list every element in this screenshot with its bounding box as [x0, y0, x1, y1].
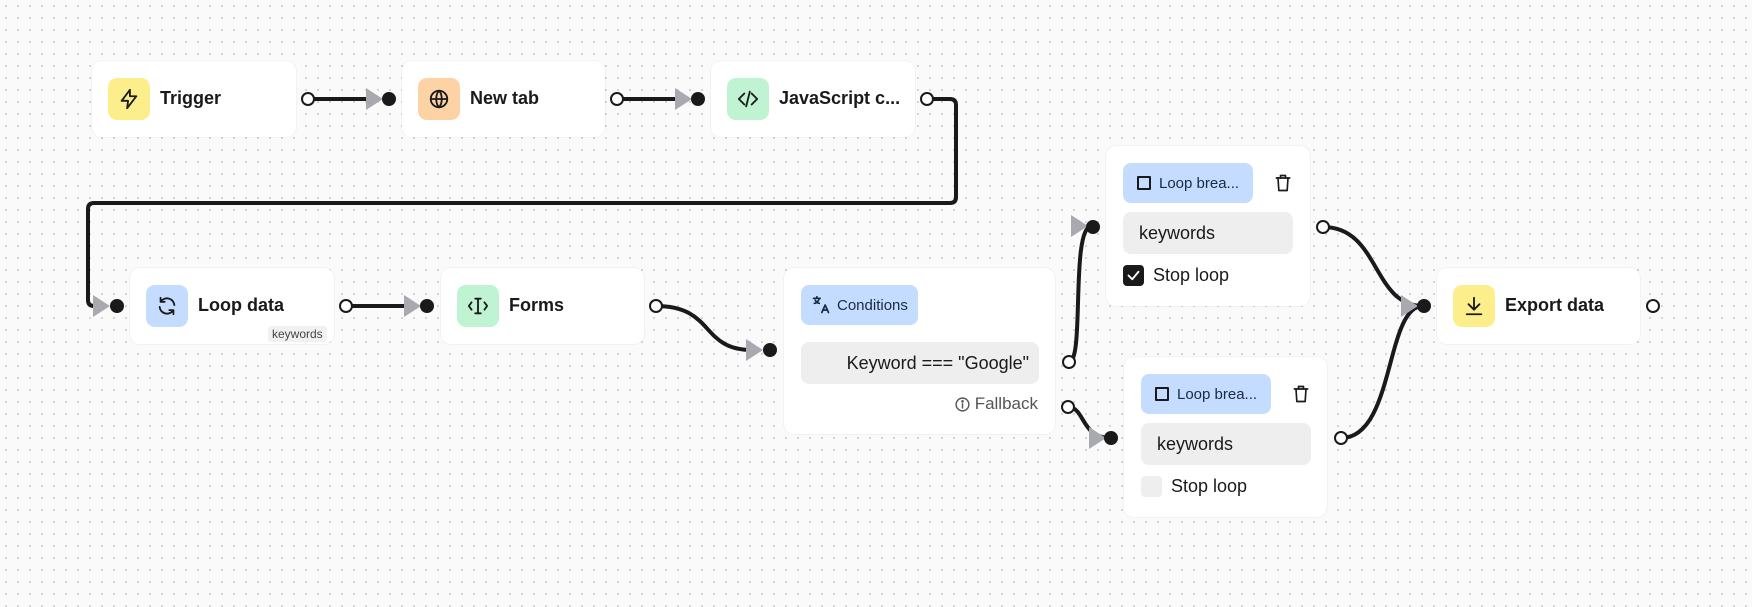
javascript-output-handle[interactable]	[920, 92, 934, 106]
new-tab-input-handle[interactable]	[382, 92, 396, 106]
arrow-javascript-icon	[675, 88, 692, 110]
export-data-input-handle[interactable]	[1417, 299, 1431, 313]
forms-output-handle[interactable]	[649, 299, 663, 313]
node-trigger[interactable]: Trigger	[92, 61, 296, 137]
node-loop-data[interactable]: Loop data keywords	[130, 268, 334, 344]
arrow-forms-icon	[404, 295, 421, 317]
loop-break-2-output-handle[interactable]	[1334, 431, 1348, 445]
condition-expression-text: Keyword === "Google"	[846, 352, 1029, 373]
node-export-data-label: Export data	[1505, 295, 1605, 315]
info-icon	[954, 396, 971, 413]
conditions-chip: Conditions	[801, 285, 918, 325]
loop-break-2-chip: Loop brea...	[1141, 374, 1271, 414]
node-new-tab[interactable]: New tab	[402, 61, 605, 137]
translate-icon	[811, 295, 831, 315]
stop-loop-checkbox-2[interactable]	[1141, 476, 1162, 497]
fallback-row: Fallback	[954, 394, 1038, 414]
node-javascript[interactable]: JavaScript c...	[711, 61, 915, 137]
node-conditions[interactable]: Conditions Keyword === "Google" Fallback	[784, 268, 1055, 434]
arrow-export-icon	[1401, 295, 1418, 317]
globe-icon	[418, 78, 460, 120]
stop-loop-label-2: Stop loop	[1171, 476, 1248, 496]
export-data-output-handle[interactable]	[1646, 299, 1660, 313]
loop-break-1-output-handle[interactable]	[1316, 220, 1330, 234]
loop-break-2-label: Loop brea...	[1177, 385, 1258, 403]
text-cursor-icon	[457, 285, 499, 327]
node-new-tab-label: New tab	[470, 88, 540, 108]
stop-square-icon	[1155, 387, 1169, 401]
download-icon	[1453, 285, 1495, 327]
trash-icon[interactable]	[1290, 383, 1312, 405]
node-forms-label: Forms	[509, 295, 565, 315]
arrow-loopbreak1-icon	[1071, 215, 1088, 237]
loop-break-1-input-handle[interactable]	[1086, 220, 1100, 234]
loop-break-2-field-text: keywords	[1157, 433, 1234, 454]
conditions-label: Conditions	[837, 296, 908, 314]
node-loop-break-2[interactable]: Loop brea... keywords Stop loop	[1124, 357, 1327, 517]
node-forms[interactable]: Forms	[441, 268, 644, 344]
forms-input-handle[interactable]	[420, 299, 434, 313]
lightning-icon	[108, 78, 150, 120]
fallback-output-handle[interactable]	[1061, 400, 1075, 414]
loop-break-2-field[interactable]: keywords	[1141, 423, 1311, 465]
edge-javascript-loopdata[interactable]	[86, 97, 958, 308]
code-icon	[727, 78, 769, 120]
condition-expression[interactable]: Keyword === "Google"	[801, 342, 1039, 384]
loop-break-1-field-text: keywords	[1139, 222, 1216, 243]
arrow-loopbreak2-icon	[1089, 427, 1106, 449]
loop-data-tag: keywords	[268, 326, 327, 342]
node-trigger-label: Trigger	[160, 88, 222, 108]
node-javascript-label: JavaScript c...	[779, 88, 901, 108]
stop-loop-checkbox-1[interactable]	[1123, 265, 1144, 286]
arrow-loopdata-icon	[93, 295, 110, 317]
loop-break-1-label: Loop brea...	[1159, 174, 1240, 192]
condition-output-handle[interactable]	[1062, 355, 1076, 369]
loop-break-1-chip: Loop brea...	[1123, 163, 1253, 203]
stop-square-icon	[1137, 176, 1151, 190]
javascript-input-handle[interactable]	[691, 92, 705, 106]
conditions-input-handle[interactable]	[763, 343, 777, 357]
new-tab-output-handle[interactable]	[610, 92, 624, 106]
node-export-data[interactable]: Export data	[1437, 268, 1640, 344]
node-loop-data-label: Loop data	[198, 295, 284, 315]
fallback-label: Fallback	[974, 394, 1038, 413]
loop-break-1-field[interactable]: keywords	[1123, 212, 1293, 254]
loop-data-output-handle[interactable]	[339, 299, 353, 313]
edge-forms-conditions[interactable]	[654, 304, 754, 352]
refresh-icon	[146, 285, 188, 327]
loop-data-input-handle[interactable]	[110, 299, 124, 313]
trash-icon[interactable]	[1272, 172, 1294, 194]
node-loop-break-1[interactable]: Loop brea... keywords Stop loop	[1106, 146, 1310, 306]
edge-loopbreak2-export[interactable]	[1339, 304, 1425, 440]
loop-break-2-input-handle[interactable]	[1104, 431, 1118, 445]
arrow-newtab-icon	[366, 88, 383, 110]
stop-loop-label-1: Stop loop	[1153, 265, 1230, 285]
edge-conditions-loopbreak1[interactable]	[1067, 224, 1094, 364]
arrow-conditions-icon	[746, 339, 763, 361]
trigger-output-handle[interactable]	[301, 92, 315, 106]
edge-loopbreak1-export[interactable]	[1321, 225, 1425, 308]
